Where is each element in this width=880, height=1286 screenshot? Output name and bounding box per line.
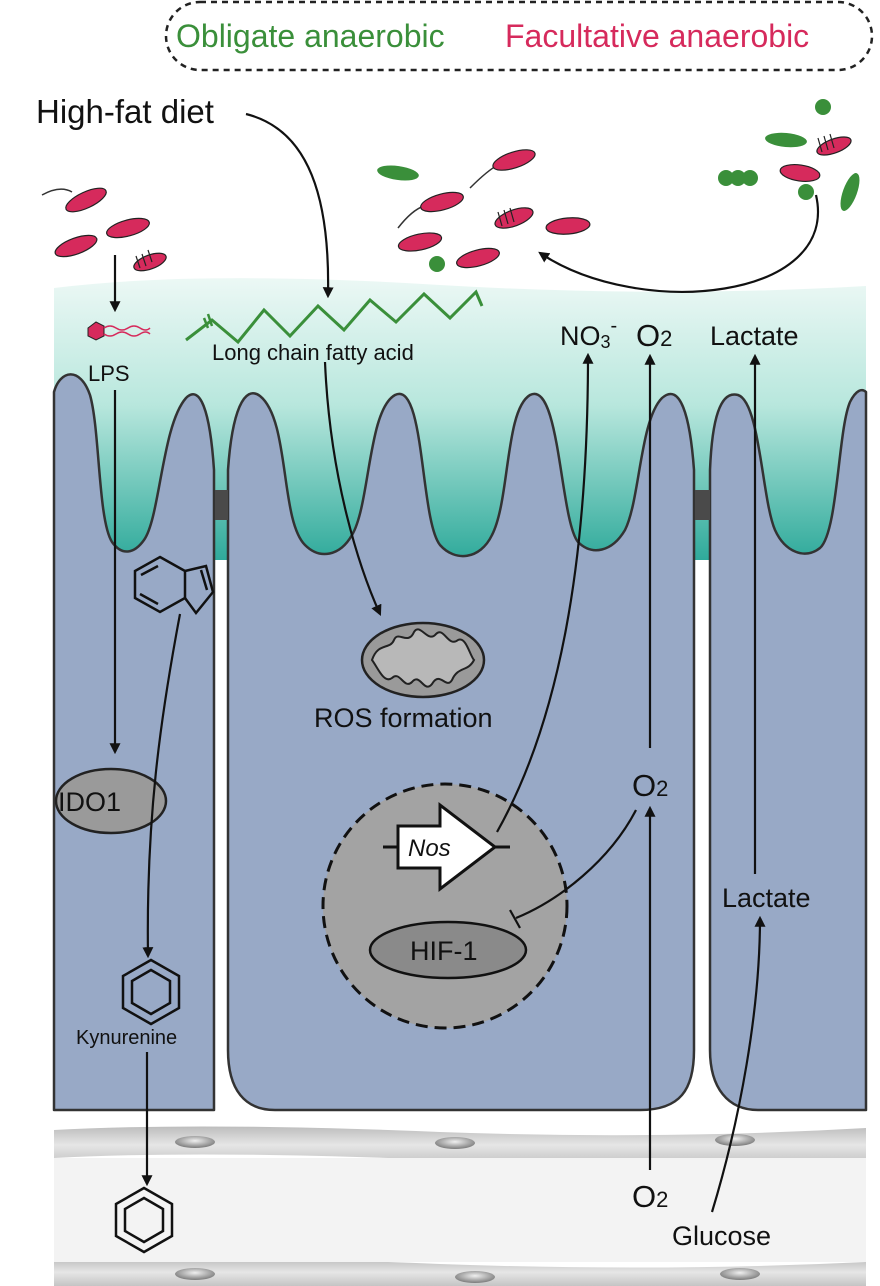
hif1-protein (368, 920, 528, 980)
membrane-pore (435, 1137, 475, 1149)
nitrate-base: NO (560, 321, 601, 351)
obligate-coccus (730, 170, 746, 186)
obligate-bacterium (765, 132, 807, 148)
nitrate-label: NO3- (560, 315, 617, 352)
obligate-coccus (742, 170, 758, 186)
lps-molecule (87, 321, 151, 341)
epithelial-cells (52, 373, 868, 1112)
kynurenine-label: Kynurenine (76, 1027, 177, 1049)
basement-membrane (54, 1126, 866, 1286)
tight-junction (695, 490, 710, 520)
ido1-enzyme (54, 767, 168, 835)
fatty-acid-chain (185, 289, 484, 345)
obligate-bacterium (840, 173, 860, 211)
epithelial-cell-right (708, 388, 868, 1112)
facultative-bacterium (133, 252, 167, 272)
legend: Obligate anaerobic Facultative anaerobic (164, 0, 874, 72)
obligate-coccus (815, 99, 831, 115)
indole-structure (133, 555, 215, 616)
ros-formation-label: ROS formation (314, 703, 493, 733)
arrow-fatty-acid-to-mitochondrion (323, 361, 382, 617)
inhibition-oxygen-to-hif1 (509, 809, 637, 929)
mitochondrion (360, 621, 486, 699)
arrow-high-fat-to-fatty-acid (245, 112, 334, 299)
long-chain-fatty-acid-label: Long chain fatty acid (212, 340, 414, 365)
facultative-bacterium (54, 234, 98, 258)
membrane-pore (455, 1271, 495, 1283)
epithelial-cell-left (52, 373, 216, 1112)
facultative-bacterium (494, 207, 534, 229)
facultative-bacterium (420, 191, 464, 213)
hif1-label: HIF-1 (410, 936, 478, 966)
nos-gene (383, 801, 510, 893)
legend-facultative-label: Facultative anaerobic (505, 18, 809, 54)
oxygen-label-cell: O2 (632, 768, 668, 803)
bacteria-cluster-left (41, 187, 167, 272)
membrane-pore (175, 1268, 215, 1280)
obligate-coccus (429, 256, 445, 272)
oxygen-label-blood: O2 (632, 1179, 668, 1214)
facultative-bacterium (106, 217, 150, 239)
membrane-pore (720, 1268, 760, 1280)
tight-junction (215, 490, 228, 520)
metabolite-ring-bottom (114, 1186, 174, 1254)
bacteria-cluster-right (718, 99, 860, 211)
membrane-pore (175, 1136, 215, 1148)
facultative-bacterium (779, 164, 821, 182)
facultative-bacterium (397, 232, 443, 252)
facultative-bacterium (492, 149, 536, 171)
legend-border (164, 0, 874, 72)
nitrate-subscript: 3 (601, 332, 611, 352)
legend-obligate-label: Obligate anaerobic (176, 18, 445, 54)
facultative-bacterium (456, 247, 500, 269)
arrow-glucose-to-lactate (710, 915, 766, 1213)
nos-label: Nos (408, 835, 451, 862)
lactate-label-cell: Lactate (722, 883, 811, 913)
arrow-indole-to-kynurenine (142, 613, 182, 959)
arrow-lactate-to-bacteria (538, 194, 820, 293)
nitrate-superscript: - (611, 315, 618, 337)
bacteria-cluster-center (377, 149, 591, 272)
lps-label: LPS (88, 361, 130, 386)
obligate-bacterium (377, 165, 419, 181)
pathway-arrows (109, 112, 820, 1213)
facultative-bacterium (65, 187, 107, 213)
obligate-coccus (718, 170, 734, 186)
lactate-label-lumen: Lactate (710, 321, 799, 351)
membrane-pore (715, 1134, 755, 1146)
arrow-nos-to-nitrate (496, 352, 594, 833)
high-fat-diet-label: High-fat diet (36, 93, 214, 130)
oxygen-label-lumen: O2 (636, 318, 672, 353)
obligate-coccus (798, 184, 814, 200)
kynurenine-ring (121, 958, 181, 1026)
ido1-label: IDO1 (58, 787, 121, 817)
glucose-label: Glucose (672, 1221, 771, 1251)
facultative-bacterium (545, 217, 591, 235)
